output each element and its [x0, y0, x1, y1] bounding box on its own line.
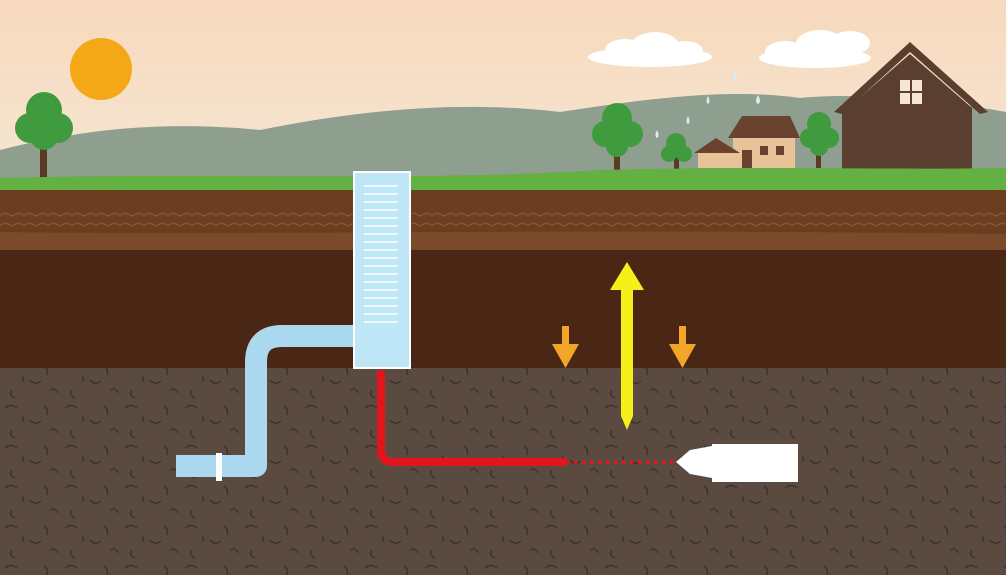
tree-icon — [592, 103, 643, 174]
tree-icon — [661, 133, 692, 175]
cloud-icon — [759, 30, 871, 68]
tank-level-marks — [364, 185, 398, 323]
water-tank — [353, 171, 411, 369]
house-icon — [834, 42, 988, 174]
topsoil-band — [0, 231, 1006, 252]
raindrop-icon — [655, 66, 769, 138]
cloud-icon — [588, 32, 712, 67]
deep-soil-texture — [0, 368, 1006, 575]
topsoil-texture — [0, 206, 1006, 232]
arrow-down-icon — [552, 326, 579, 368]
grass-strip — [0, 168, 1006, 192]
arrow-down-icon — [669, 326, 696, 368]
pipe-coupling — [216, 453, 222, 481]
cottage-icon — [694, 116, 800, 168]
feed-pipe — [377, 370, 566, 466]
sensor-probe — [676, 444, 798, 482]
sun-icon — [70, 38, 132, 100]
arrow-up-icon — [610, 262, 644, 430]
clay-layer — [0, 250, 1006, 370]
outlet-pipe — [176, 325, 354, 477]
tree-icon — [800, 112, 839, 168]
tree-icon — [15, 92, 73, 180]
